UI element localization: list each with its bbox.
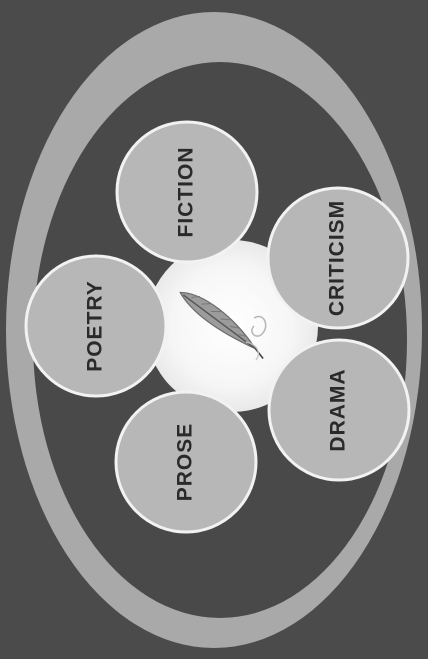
genre-bubble-poetry: POETRY (26, 256, 166, 396)
genre-label-criticism: CRITICISM (326, 200, 349, 316)
genre-label-prose: PROSE (174, 423, 197, 502)
genre-label-poetry: POETRY (84, 280, 107, 372)
genre-label-drama: DRAMA (327, 368, 350, 451)
genre-bubble-drama: DRAMA (269, 340, 409, 480)
genre-label-fiction: FICTION (175, 147, 198, 238)
genre-bubble-fiction: FICTION (117, 122, 257, 262)
genre-bubble-criticism: CRITICISM (268, 188, 408, 328)
genre-bubble-prose: PROSE (116, 392, 256, 532)
